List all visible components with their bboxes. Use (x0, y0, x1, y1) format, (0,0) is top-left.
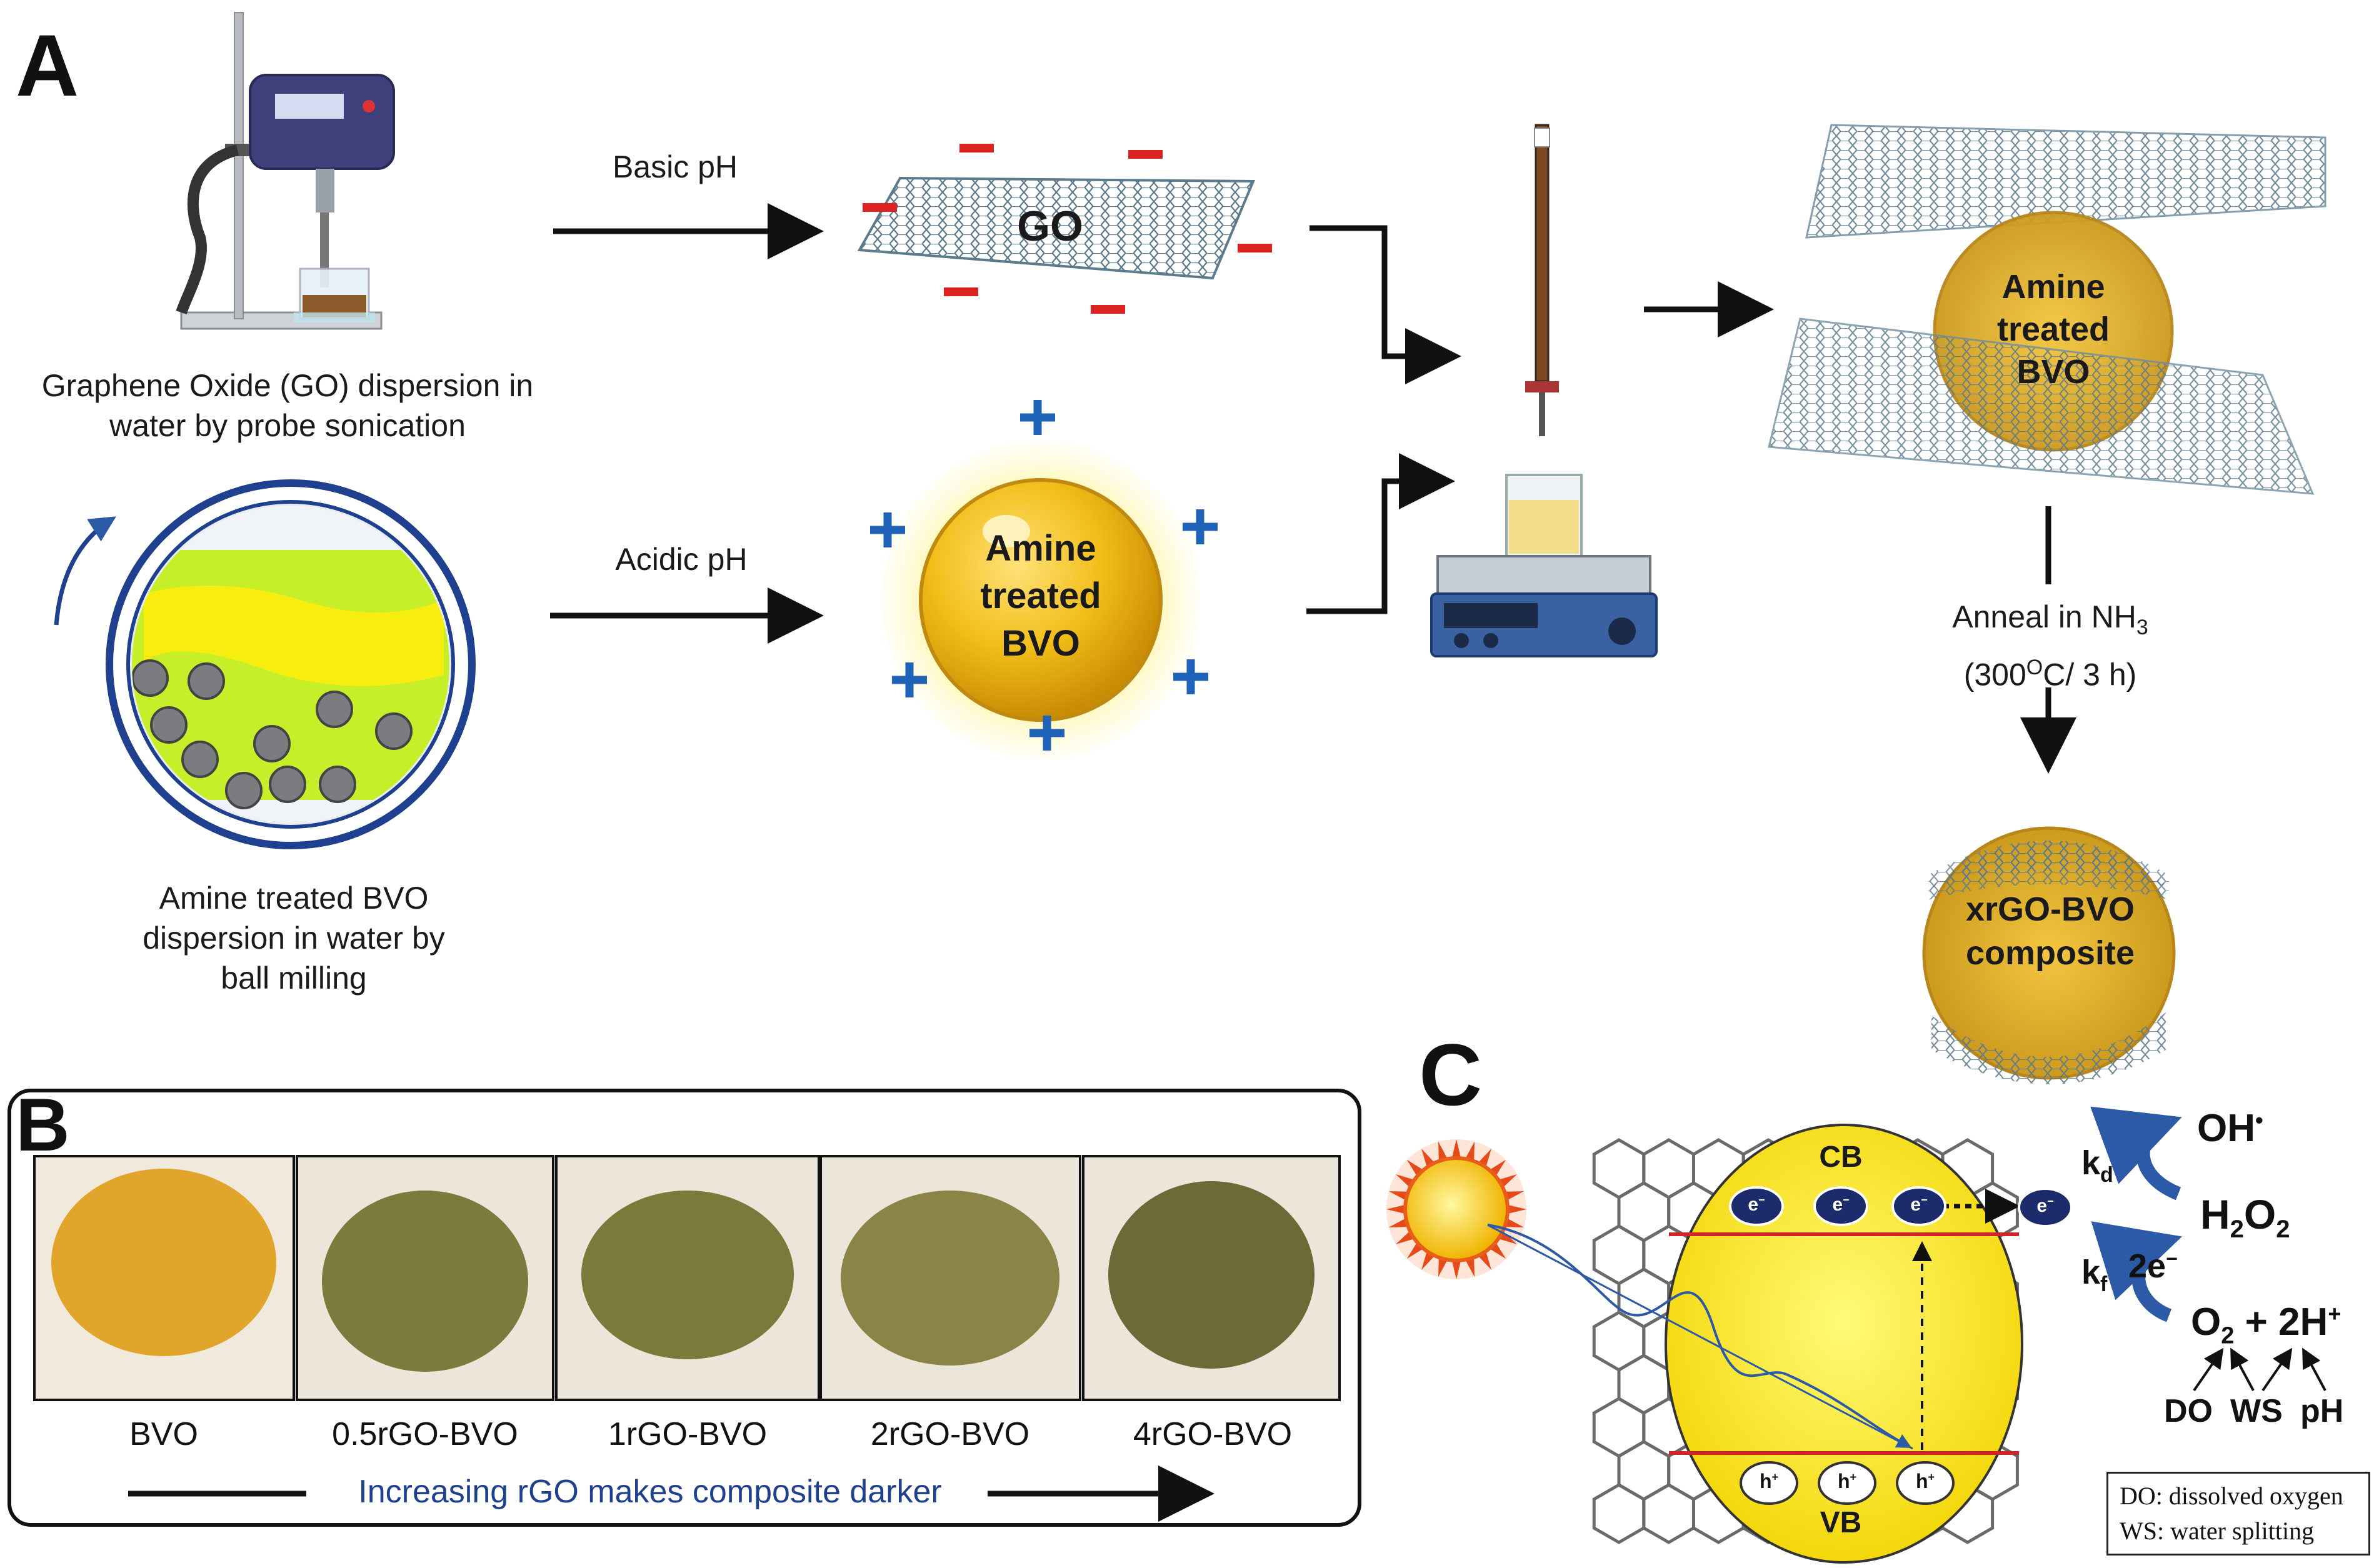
sun-ray (1388, 1219, 1407, 1227)
negative-charge-icons (863, 144, 1272, 314)
anneal-conditions: Anneal in NH3 (300OC/ 3 h) (1952, 599, 2148, 692)
sun-icon (1386, 1139, 1526, 1279)
powder-pile-3 (581, 1191, 794, 1359)
sun-ray (1506, 1219, 1525, 1227)
panel-b-frame (8, 1089, 1361, 1527)
kd-label: kd (2081, 1144, 2113, 1187)
electron-label-4: e− (2036, 1195, 2054, 1216)
go-to-mixer-arrow (1310, 225, 1461, 384)
sun-ray (1452, 1139, 1461, 1157)
panel-label-a: A (16, 16, 79, 114)
two-electron-label: 2e− (2128, 1247, 2178, 1285)
sun-ray (1452, 1261, 1461, 1279)
sun-ray (1421, 1149, 1434, 1166)
do-label: DO (2164, 1393, 2213, 1429)
go-bvo-sandwich (1768, 124, 2326, 495)
lattice-hexagon (1592, 1483, 1646, 1544)
sun-ray (1466, 1141, 1475, 1160)
positive-charge-icons (870, 400, 1218, 751)
electron-label-2: e− (1832, 1194, 1850, 1215)
sample-label-0-5rgo: 0.5rGO-BVO (332, 1416, 518, 1452)
powder-pile-2 (322, 1191, 528, 1372)
sun-ray (1396, 1232, 1413, 1244)
sample-label-bvo: BVO (129, 1416, 198, 1452)
species-arrows (2193, 1347, 2326, 1392)
lattice-hexagon (1642, 1483, 1695, 1544)
xrgo-bvo-composite (1922, 826, 2176, 1084)
hole-label-3: h+ (1915, 1470, 1935, 1492)
bvo-semiconductor (1487, 1124, 2023, 1564)
holes (1740, 1461, 1955, 1505)
sample-label-2rgo: 2rGO-BVO (870, 1416, 1030, 1452)
ph-label: pH (2300, 1393, 2344, 1429)
basic-ph-label: Basic pH (612, 149, 738, 184)
ball-mill-illustration (54, 479, 476, 849)
sample-label-1rgo: 1rGO-BVO (608, 1416, 768, 1452)
abbreviation-legend: DO: dissolved oxygen WS: water splitting (2106, 1472, 2370, 1556)
sun-ray (1466, 1259, 1475, 1277)
sun-ray (1438, 1259, 1447, 1277)
electrons (1729, 1186, 2073, 1227)
hydroxyl-radical-label: OH• (2197, 1107, 2263, 1150)
sun-ray (1406, 1159, 1423, 1176)
sun-ray (1388, 1191, 1407, 1200)
sample-label-4rgo: 4rGO-BVO (1133, 1416, 1293, 1452)
sun-ray (1479, 1252, 1491, 1270)
panel-label-b: B (16, 1083, 70, 1167)
trend-caption: Increasing rGO makes composite darker (358, 1474, 942, 1510)
hole-label-1: h+ (1759, 1470, 1779, 1492)
powder-piles (51, 1169, 1315, 1372)
powder-pile-1 (51, 1169, 276, 1356)
o2-label: O2 + 2H+ (2191, 1301, 2341, 1349)
sun-ray (1490, 1159, 1506, 1176)
bvo-to-mixer-arrow (1306, 453, 1455, 614)
photon-wave (1487, 1224, 1912, 1448)
sun-ray (1438, 1141, 1447, 1160)
sun-ray (1500, 1174, 1517, 1187)
sun-ray (1508, 1205, 1526, 1214)
powder-pile-5 (1108, 1181, 1315, 1369)
go-sheet (857, 144, 1272, 314)
ws-label: WS (2230, 1393, 2283, 1429)
hole-label-2: h+ (1837, 1470, 1857, 1492)
probe-sonicator-illustration (176, 12, 395, 330)
acidic-ph-label: Acidic pH (615, 542, 748, 577)
sun-ray (1479, 1149, 1491, 1166)
sun-ray (1421, 1252, 1434, 1270)
cb-label: CB (1819, 1141, 1863, 1174)
electron-label-3: e− (1910, 1194, 1928, 1215)
vb-label: VB (1820, 1506, 1862, 1539)
sun-ray (1500, 1232, 1517, 1244)
reaction-arrows (2090, 1106, 2183, 1322)
sun-ray (1490, 1243, 1506, 1259)
electron-label-1: e− (1748, 1194, 1765, 1215)
h2o2-label: H2O2 (2200, 1191, 2290, 1244)
sun-ray (1386, 1205, 1405, 1214)
sun-ray (1506, 1191, 1525, 1200)
positive-bvo-sphere (870, 400, 1218, 759)
process-arrows (550, 203, 2076, 774)
sun-ray (1396, 1174, 1413, 1187)
powder-pile-4 (841, 1191, 1059, 1366)
burette-and-stirrer-illustration (1430, 124, 1658, 657)
panel-label-c: C (1419, 1026, 1483, 1124)
kf-label: kf (2081, 1254, 2108, 1296)
go-sheet-label: GO (1017, 202, 1083, 250)
sun-ray (1406, 1243, 1423, 1259)
